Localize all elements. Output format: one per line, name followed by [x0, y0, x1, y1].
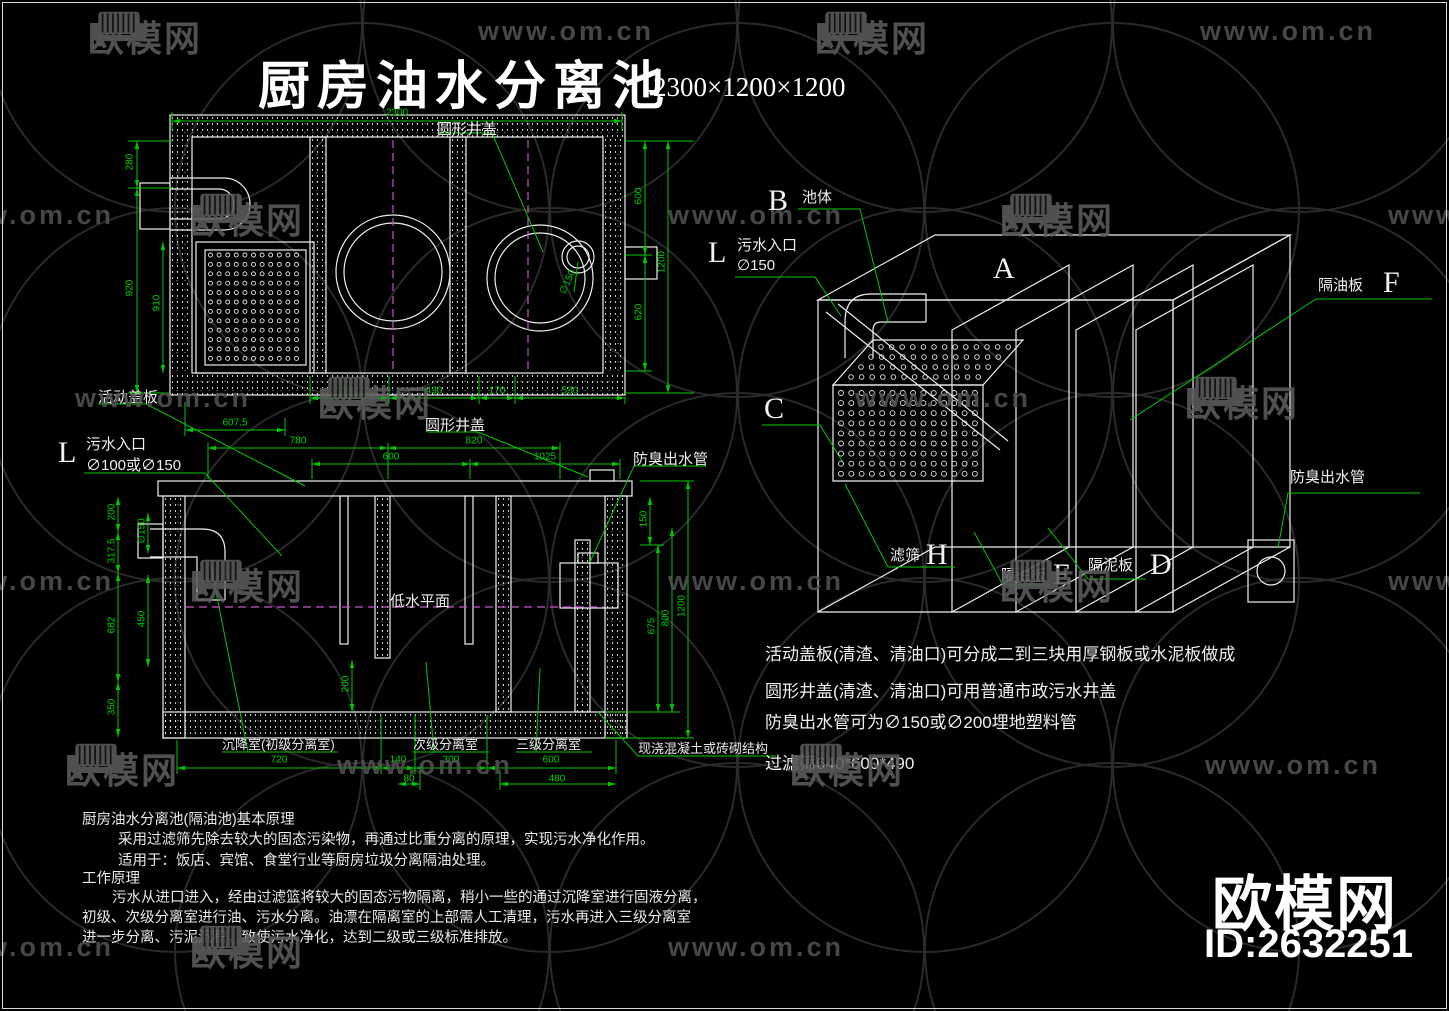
cad-label: D [1150, 548, 1172, 581]
dim-text: 317.5 [106, 538, 118, 564]
cad-label: 防臭出水管 [1290, 469, 1366, 486]
dim-text: 300 [442, 754, 460, 766]
principle-text: 初级、次级分离室进行油、污水分离。油漂在隔离室的上部需人工清理，污水再进入三级分… [82, 910, 691, 926]
dim-text: 920 [124, 279, 136, 297]
dim-text: 150 [638, 510, 650, 528]
dim-text: 607.5 [222, 417, 248, 429]
principle-text: 工作原理 [82, 871, 140, 887]
cad-label: 污水入口 [737, 237, 798, 254]
concrete-wall [450, 137, 466, 373]
spec-note: 过滤筛640*600*490 [765, 754, 915, 773]
principle-text: 污水从进口进入，经由过滤篮将较大的固态污物隔离，稍小一些的通过沉降室进行固液分离… [112, 890, 707, 906]
cad-label: 圆形井盖 [425, 417, 486, 434]
spec-note: 活动盖板(清渣、清油口)可分成二到三块用厚钢板或水泥板做成 [765, 645, 1236, 664]
concrete-wall [496, 496, 511, 712]
dim-text: 780 [289, 435, 307, 447]
cad-label: F [1383, 266, 1400, 299]
dim-text: 820 [465, 435, 483, 447]
perforation-grid [208, 252, 1011, 477]
dim-text: 720 [270, 754, 288, 766]
brand-id: ID:2632251 [1204, 922, 1414, 966]
dim-text: 800 [660, 609, 672, 627]
dim-text: 170 [488, 385, 506, 397]
cad-label: B [768, 184, 789, 217]
cad-label: 污水入口 [86, 436, 147, 453]
drawing-title: 厨房油水分离池 [258, 59, 672, 116]
principle-text: 厨房油水分离池(隔油池)基本原理 [82, 812, 295, 828]
concrete-wall [163, 712, 627, 738]
spec-note: 防臭出水管可为∅150或∅200埋地塑料管 [765, 713, 1077, 732]
dim-text: 675 [646, 617, 658, 635]
dim-text: 600 [633, 187, 645, 205]
dim-text: 1200 [676, 594, 688, 618]
dimension-lines [84, 112, 1432, 790]
concrete-wall [170, 137, 192, 373]
centerlines [186, 140, 604, 608]
dim-text: 140 [389, 754, 407, 766]
cad-label: E [1053, 558, 1072, 591]
dim-text: 200 [106, 503, 118, 521]
cad-label: 活动盖板 [98, 389, 159, 406]
principle-text: 进一步分离、污泥沉积，致使污水净化，达到二级或三级标准排放。 [82, 930, 517, 946]
dim-text: 430 [425, 385, 443, 397]
cad-label: 三级分离室 [516, 737, 582, 752]
cad-label: 低水平面 [390, 593, 451, 610]
cad-label: 圆形井盖 [437, 121, 498, 138]
cad-label: 池体 [802, 189, 833, 206]
cad-label: A [993, 252, 1015, 285]
bg-circle [924, 392, 1300, 768]
drawing-size: 2300×1200×1200 [653, 72, 846, 102]
brand-logo-text: 欧模网 [1212, 871, 1398, 938]
cad-label: L [708, 236, 727, 269]
dim-text: 530 [561, 385, 579, 397]
dim-text: 682 [106, 616, 118, 634]
cad-label: 次级分离室 [413, 737, 479, 752]
dim-text: 450 [136, 610, 148, 628]
concrete-wall [375, 496, 390, 658]
dim-text: 2300 [385, 107, 409, 119]
bg-circle [924, 762, 1300, 1011]
cad-label: H [926, 538, 948, 571]
bg-circle [924, 22, 1300, 398]
cad-label: 隔泥板 [1088, 557, 1134, 574]
principle-text: 适用于：饭店、宾馆、食堂行业等厨房垃圾分离隔油处理。 [118, 853, 495, 869]
dim-text: 350 [106, 698, 118, 716]
cad-label: 滤筛 [890, 547, 921, 564]
bg-circle [1112, 0, 1449, 213]
principle-text: 采用过滤筛先除去较大的固态污染物，再通过比重分离的原理，实现污水净化作用。 [118, 832, 655, 848]
concrete-wall [170, 373, 625, 395]
dim-text: 380 [340, 385, 358, 397]
spec-note: 圆形井盖(清渣、清油口)可用普通市政污水井盖 [765, 682, 1117, 701]
cad-label: ∅100或∅150 [86, 457, 182, 474]
dim-text: 280 [124, 153, 136, 171]
cad-label: L [58, 436, 77, 469]
cad-label: C [764, 392, 785, 425]
cad-label: ∅150 [737, 257, 776, 274]
dim-text: 480 [548, 773, 566, 785]
white-linework [137, 114, 1295, 739]
dim-text: 1200 [656, 250, 668, 274]
dim-text: 600 [382, 451, 400, 463]
dim-text: 80 [403, 773, 415, 785]
cad-label: 隔油板 [1318, 277, 1364, 294]
cad-label: 沉降室(初级分离室) [222, 737, 335, 752]
concrete-wall [605, 496, 627, 738]
bg-circle [1112, 577, 1449, 953]
cad-label: 现浇混凝土或砖砌结构 [638, 741, 769, 756]
dim-text: ∅150 [136, 518, 148, 544]
dim-text: 1025 [533, 451, 557, 463]
concrete-wall [603, 137, 625, 373]
dim-text: 200 [340, 675, 352, 693]
dim-text: 910 [151, 294, 163, 312]
cad-label: 防臭出水管 [633, 451, 709, 468]
dim-text: 600 [542, 754, 560, 766]
concrete-wall [575, 540, 590, 712]
dim-text: 620 [633, 303, 645, 321]
cad-label: 隔油板 [1001, 567, 1047, 584]
bg-circle [1112, 207, 1449, 583]
